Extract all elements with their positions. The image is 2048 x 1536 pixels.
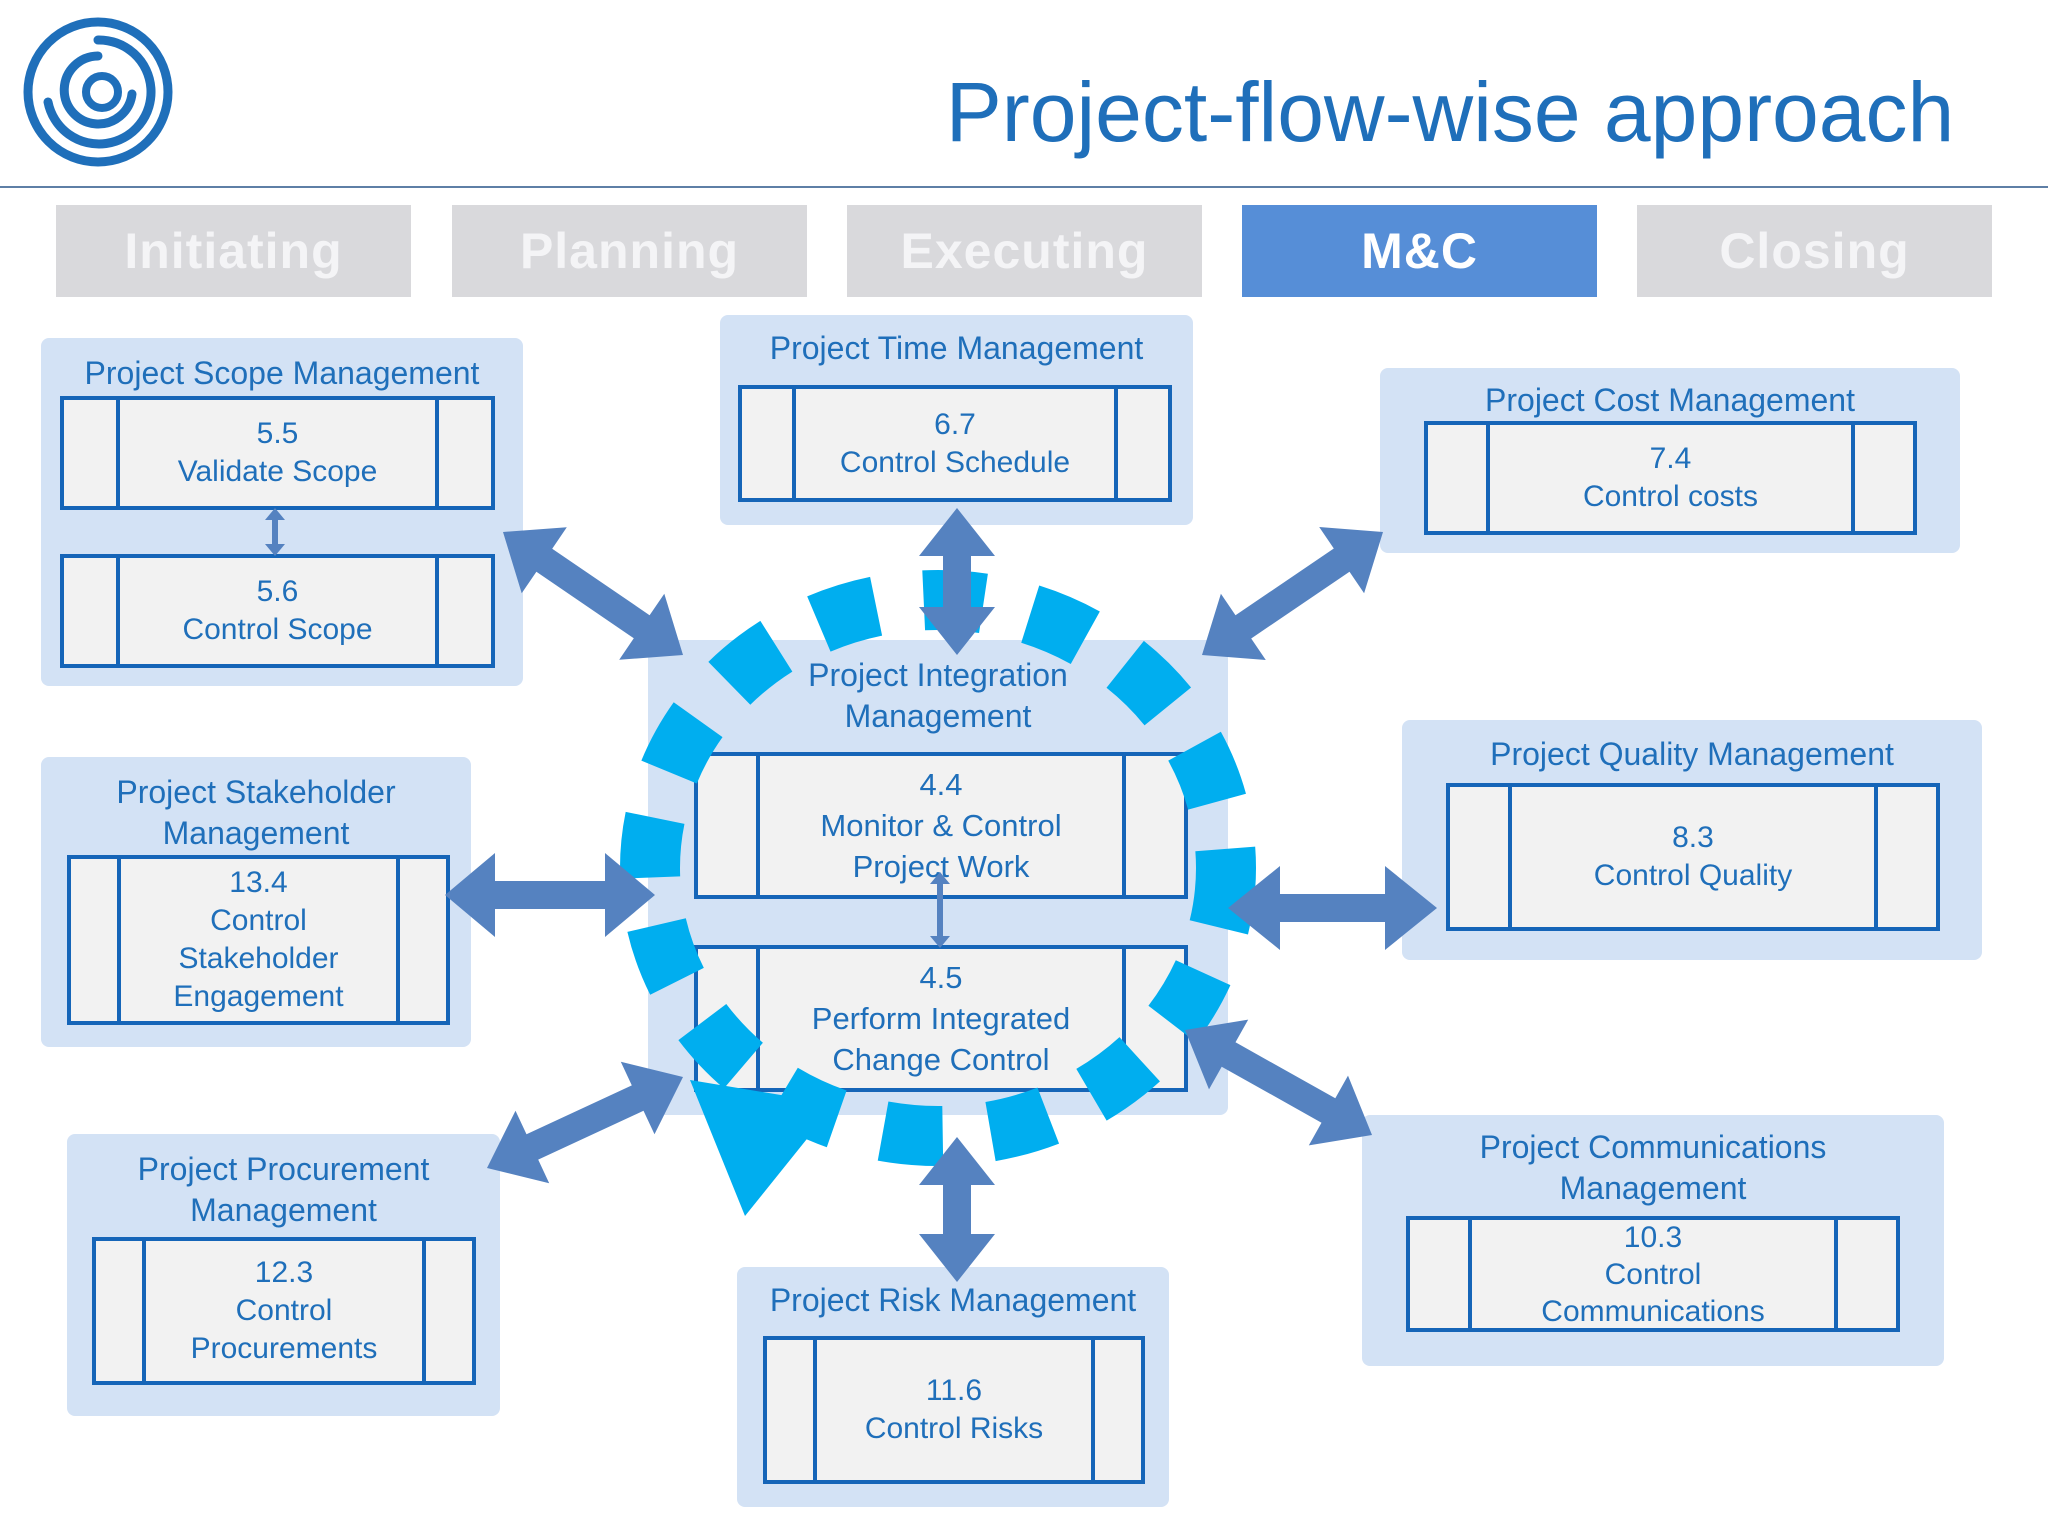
cycle-arrowhead — [690, 1080, 835, 1216]
arrow-quality-integration — [1228, 866, 1437, 950]
process-name: Monitor & Control Project Work — [820, 808, 1062, 884]
process-number: 11.6 — [925, 1374, 983, 1407]
group-title: Project Communications Management — [1479, 1129, 1827, 1206]
process-number: 7.4 — [1649, 442, 1692, 475]
arrow-stakeholder-integration — [445, 853, 655, 937]
arrow-procurement-integration — [487, 1061, 683, 1184]
process-name: Control Communications — [1541, 1257, 1765, 1328]
process-name: Control Stakeholder Engagement — [173, 904, 344, 1013]
process-number: 5.5 — [256, 417, 299, 450]
phase-tab-closing[interactable]: Closing — [1637, 205, 1992, 297]
arrow-validate-to-control-scope — [265, 508, 285, 556]
flow-arrows — [265, 508, 1437, 1282]
monitoring-cycle-dashed-ring — [620, 570, 1256, 1166]
group-title: Project Procurement Management — [137, 1151, 430, 1228]
process-number: 10.3 — [1623, 1220, 1683, 1254]
phase-tab-initiating[interactable]: Initiating — [56, 205, 411, 297]
process-number: 4.4 — [919, 767, 963, 802]
group-title: Project Quality Management — [1490, 736, 1894, 772]
phase-tab-planning[interactable]: Planning — [452, 205, 807, 297]
group-title: Project Scope Management — [84, 355, 480, 391]
group-title: Project Stakeholder Management — [116, 774, 396, 851]
process-name: Perform Integrated Change Control — [811, 1001, 1071, 1077]
group-title: Project Integration Management — [808, 657, 1068, 734]
process-number: 12.3 — [254, 1256, 314, 1289]
arrow-communications-integration — [1185, 1019, 1372, 1146]
page-title: Project-flow-wise approach — [945, 65, 1955, 159]
arrow-monitor-to-change-control — [930, 872, 950, 948]
phase-tab-executing[interactable]: Executing — [847, 205, 1202, 297]
spiral-logo-icon — [23, 17, 173, 167]
group-title: Project Risk Management — [769, 1282, 1137, 1318]
phase-tab-mc[interactable]: M&C — [1242, 205, 1597, 297]
group-title: Project Cost Management — [1485, 382, 1855, 418]
title-divider — [0, 186, 2048, 188]
arrow-scope-integration — [503, 527, 683, 660]
arrow-risk-integration — [919, 1137, 995, 1282]
process-name: Control Scope — [182, 613, 373, 646]
process-number: 5.6 — [256, 575, 299, 608]
group-title: Project Time Management — [769, 330, 1144, 366]
process-number: 4.5 — [919, 960, 963, 995]
process-name: Control Quality — [1593, 859, 1793, 892]
process-name: Control Procurements — [190, 1294, 378, 1365]
process-number: 6.7 — [934, 407, 976, 441]
process-number: 8.3 — [1672, 821, 1714, 854]
process-name: Control Schedule — [839, 445, 1071, 479]
process-name: Control Risks — [864, 1412, 1044, 1445]
arrow-cost-integration — [1202, 527, 1383, 660]
process-name: Validate Scope — [177, 455, 378, 488]
process-number: 13.4 — [229, 866, 288, 899]
arrow-time-integration — [919, 508, 995, 655]
process-name: Control costs — [1582, 480, 1759, 513]
